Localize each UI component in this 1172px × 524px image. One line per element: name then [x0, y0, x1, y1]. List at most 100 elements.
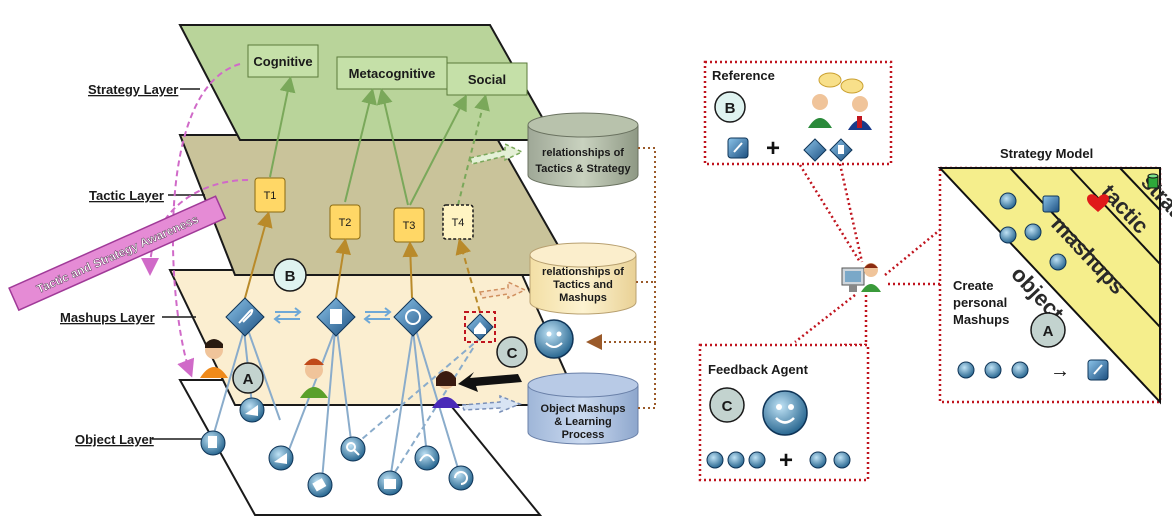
marker-c-mashups: C: [496, 336, 528, 368]
model-row-tag-icon: [1011, 361, 1029, 379]
reference-document-icon: [829, 138, 853, 162]
model-row-result-icon: [1087, 359, 1109, 381]
db-tactics-mashups: relationships of Tactics and Mashups: [529, 242, 637, 315]
reference-plus: +: [766, 135, 780, 162]
tactic-t2: T2: [329, 204, 361, 240]
mashup-tactic-links: [244, 211, 481, 313]
mashup-globe-icon: [393, 297, 433, 337]
strategy-model-panel: [937, 166, 1162, 405]
object-speaker2-icon: [268, 445, 294, 471]
object-search-icon: [340, 436, 366, 462]
svg-text:B: B: [285, 268, 296, 285]
marker-a-objects: A: [232, 362, 264, 394]
model-headset-icon: [999, 192, 1017, 210]
agent-smiley-icon: [534, 319, 574, 359]
db-object-mashups: Object Mashups & Learning Process: [527, 372, 639, 445]
reference-search-icon: [803, 138, 827, 162]
swap-arrows-icon: [273, 307, 392, 324]
svg-text:Cognitive: Cognitive: [253, 54, 312, 69]
svg-text:Mashups: Mashups: [953, 312, 1009, 327]
tactic-strategy-links: [269, 76, 490, 206]
feedback-marker-c: C: [709, 387, 745, 423]
feedback-search-icon: [809, 451, 827, 469]
svg-text:Metacognitive: Metacognitive: [349, 66, 436, 81]
model-refresh-icon: [1024, 223, 1042, 241]
svg-text:Create: Create: [953, 278, 993, 293]
mashups-layer-label: Mashups Layer: [60, 310, 155, 325]
svg-text:T1: T1: [264, 190, 277, 202]
strategy-model-title: Strategy Model: [1000, 146, 1093, 161]
feedback-tag-icon: [748, 451, 766, 469]
learner-avatar-orange: [200, 339, 228, 378]
model-row-headset-icon: [957, 361, 975, 379]
svg-text:Mashups: Mashups: [559, 292, 607, 304]
model-row-arrow: →: [1050, 360, 1070, 382]
feedback-plus: +: [779, 447, 793, 474]
svg-text:B: B: [725, 100, 736, 117]
strategy-database-icon: [1147, 173, 1159, 189]
svg-text:relationships of: relationships of: [542, 266, 624, 278]
tactic-plane: [178, 134, 577, 276]
tactic-layer-label: Tactic Layer: [89, 188, 164, 203]
create-personal-mashups-label: Create personal Mashups: [953, 278, 1009, 327]
svg-text:A: A: [1043, 323, 1054, 340]
model-tag-icon: [1049, 253, 1067, 271]
db-feedback-loop: [586, 147, 656, 409]
svg-text:Feedback Agent: Feedback Agent: [708, 362, 809, 377]
object-bag-icon: [377, 470, 403, 496]
tactic-heart-icon: [1087, 194, 1109, 212]
reference-marker-b: B: [714, 91, 746, 123]
svg-text:C: C: [507, 345, 518, 362]
user-computer-icon: [841, 263, 881, 292]
feedback-smiley-icon: [762, 390, 808, 436]
learner-avatar-blue: [432, 371, 460, 408]
db-tactics-strategy: relationships of Tactics & Strategy: [527, 112, 639, 188]
plane-to-db-connectors: [460, 142, 527, 414]
feedback-thick-arrow: [458, 372, 522, 392]
model-headset2-icon: [999, 226, 1017, 244]
model-row-refresh-icon: [984, 361, 1002, 379]
tactic-t4: T4: [442, 204, 474, 240]
svg-text:C: C: [722, 398, 733, 415]
learner-avatar-green: [300, 358, 328, 398]
svg-text:Object Mashups: Object Mashups: [541, 403, 626, 415]
marker-b-mashups: B: [273, 258, 307, 292]
model-marker-a: A: [1030, 312, 1066, 348]
feedback-refresh-icon: [727, 451, 745, 469]
svg-text:Process: Process: [562, 429, 605, 441]
user-connectors: [794, 163, 959, 347]
tactic-t3: T3: [393, 207, 425, 243]
svg-text:Tactics and: Tactics and: [553, 279, 613, 291]
reference-paperclip-icon: [727, 137, 749, 159]
object-speaker-icon: [239, 397, 265, 423]
strategy-cognitive: Cognitive: [247, 44, 319, 78]
strategy-layer-label: Strategy Layer: [88, 82, 178, 97]
feedback-headset-icon: [706, 451, 724, 469]
strategy-metacognitive: Metacognitive: [336, 56, 448, 90]
svg-text:Social: Social: [468, 72, 506, 87]
object-tag-icon: [307, 472, 333, 498]
svg-text:T4: T4: [452, 217, 465, 229]
svg-text:personal: personal: [953, 295, 1007, 310]
object-refresh-icon: [448, 465, 474, 491]
svg-text:A: A: [243, 371, 254, 388]
svg-text:Reference: Reference: [712, 68, 775, 83]
mashup-document-icon: [316, 297, 356, 337]
mashup-paperclip-icon: [225, 297, 265, 337]
discussion-people-icon: [808, 72, 872, 130]
feedback-document-icon: [833, 451, 851, 469]
svg-text:T3: T3: [403, 220, 416, 232]
svg-text:Tactics & Strategy: Tactics & Strategy: [535, 163, 631, 175]
strategy-social: Social: [446, 62, 528, 96]
svg-text:& Learning: & Learning: [554, 416, 611, 428]
svg-text:T2: T2: [339, 217, 352, 229]
object-headset-icon: [414, 445, 440, 471]
tactic-t1: T1: [254, 177, 286, 213]
mashup-home-icon: [464, 311, 496, 343]
object-document-icon: [200, 430, 226, 456]
model-search-icon: [1042, 195, 1060, 213]
svg-text:relationships of: relationships of: [542, 147, 624, 159]
awareness-arrow-upper: [172, 63, 241, 378]
awareness-arrow-lower: [141, 179, 249, 276]
